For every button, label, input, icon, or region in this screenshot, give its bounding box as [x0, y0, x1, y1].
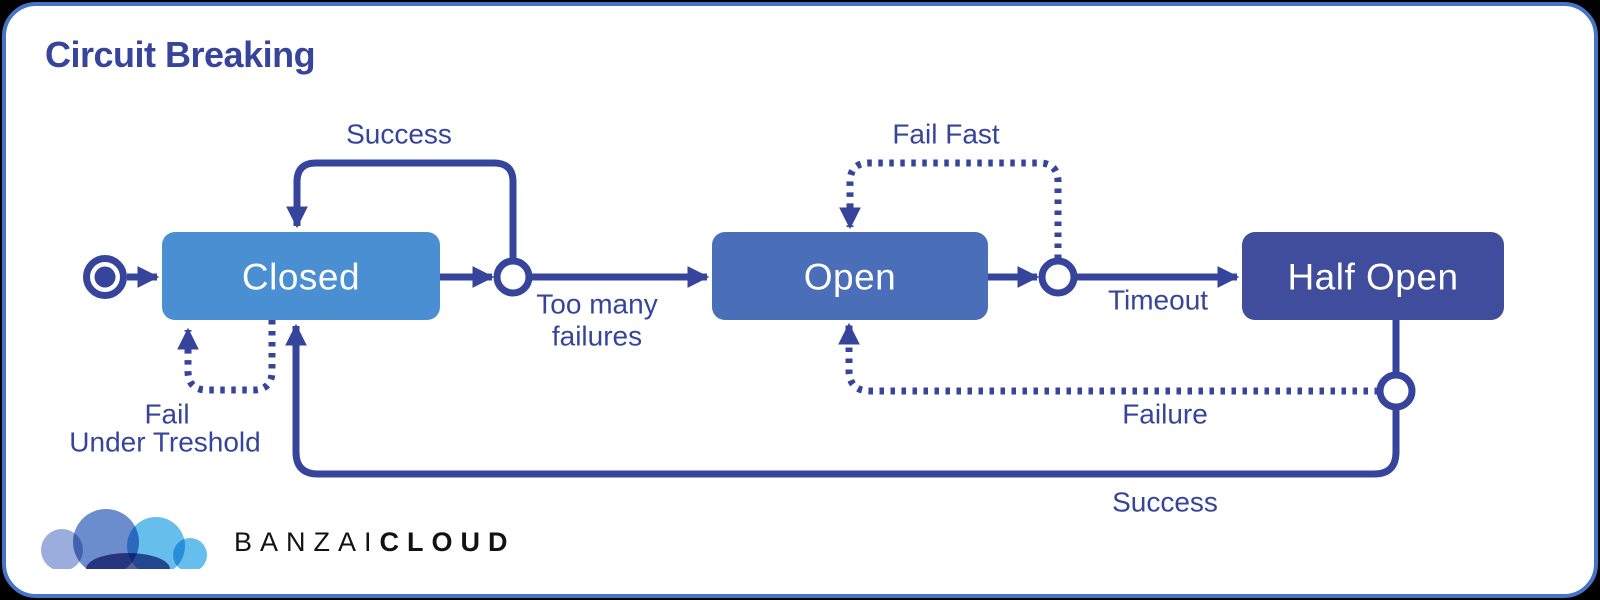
- junction2-node: [1038, 257, 1078, 297]
- cloud-logo-icon: [41, 509, 207, 569]
- start-node-dot: [94, 266, 116, 288]
- label-success-bottom: Success: [1112, 487, 1218, 518]
- state-closed-label: Closed: [242, 257, 360, 298]
- state-closed-box: [162, 232, 440, 320]
- state-half-open-label: Half Open: [1287, 257, 1458, 298]
- state-open: Open: [712, 232, 988, 320]
- label-timeout: Timeout: [1108, 285, 1208, 316]
- label-fail-under-line1: Fail: [144, 399, 189, 430]
- junction3-node: [1376, 371, 1416, 411]
- label-too-many-failures-line2: failures: [552, 321, 642, 352]
- label-too-many-failures-line1: Too many: [536, 289, 657, 320]
- state-closed: Closed: [162, 232, 440, 320]
- edge-success-return: [285, 323, 1400, 478]
- label-fail-under-line2: Under Treshold: [69, 427, 260, 458]
- start-node-icon: [83, 255, 127, 299]
- label-success-top: Success: [346, 119, 452, 150]
- page-title: Circuit Breaking: [45, 34, 316, 75]
- edge-failure: [838, 322, 1379, 395]
- edge-success-loop: [286, 159, 517, 259]
- junction1-node: [493, 257, 533, 297]
- state-open-label: Open: [804, 257, 897, 298]
- label-fail-fast: Fail Fast: [892, 119, 1000, 150]
- brand-cloud: CLOUD: [379, 526, 516, 557]
- state-open-box: [712, 232, 988, 320]
- state-half-open-box: [1242, 232, 1504, 320]
- label-failure: Failure: [1122, 399, 1208, 430]
- brand-banzai: BANZAI: [234, 526, 380, 557]
- state-half-open: Half Open: [1242, 232, 1504, 320]
- edge-fail-fast-loop: [839, 159, 1062, 259]
- edge-fail-under-treshold-loop: [177, 320, 276, 394]
